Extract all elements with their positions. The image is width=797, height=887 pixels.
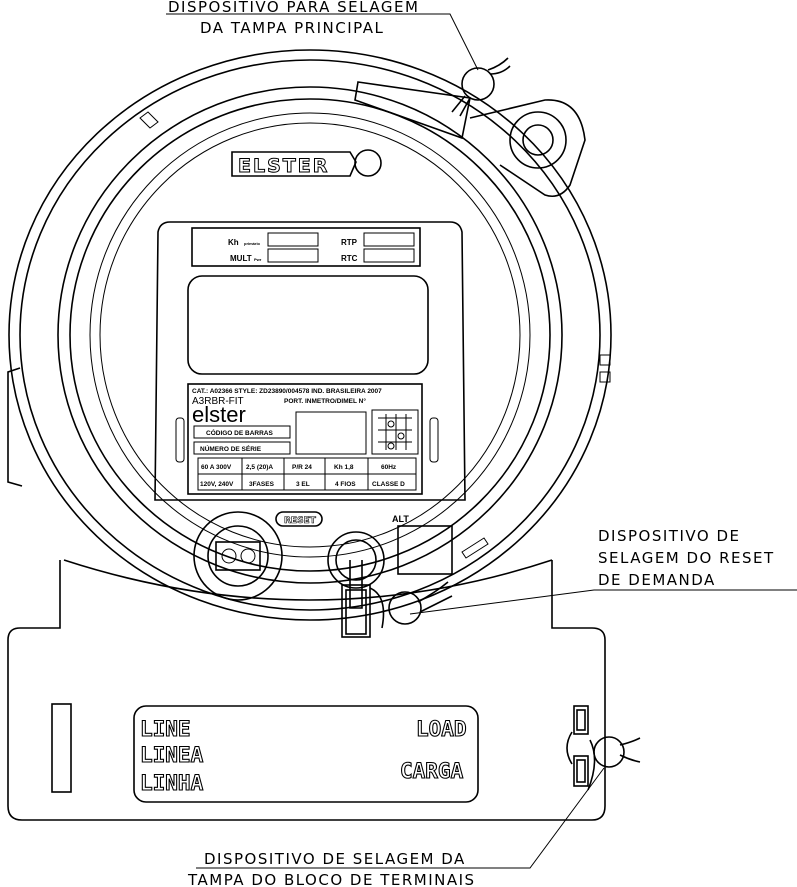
brand-text: elster [192, 402, 246, 427]
line-label-en: LINE [140, 717, 191, 741]
svg-text:SELAGEM DO RESET: SELAGEM DO RESET [598, 549, 775, 567]
right-side-mark-2 [599, 371, 611, 383]
terminal-cover-slot [51, 703, 72, 793]
svg-text:MULT: MULT [230, 254, 252, 263]
cover-lower-rim [63, 559, 553, 601]
svg-text:CLASSE D: CLASSE D [372, 481, 405, 488]
svg-text:primário: primário [244, 241, 261, 246]
svg-text:TAMPA DO BLOCO DE TERMINAIS: TAMPA DO BLOCO DE TERMINAIS [187, 871, 476, 887]
load-label-en: LOAD [416, 717, 467, 741]
glass-ring-2 [99, 122, 521, 548]
barcode-box [295, 411, 367, 455]
main-cover-seal-lug [354, 57, 586, 198]
svg-text:DISPOSITIVO PARA SELAGEM: DISPOSITIVO PARA SELAGEM [168, 0, 419, 16]
barcode-label: CÓDIGO DE BARRAS [206, 428, 273, 437]
svg-text:RESET: RESET [284, 516, 317, 526]
plate-right-tab [429, 417, 439, 463]
terminal-seal-clip [566, 705, 641, 791]
svg-text:3FASES: 3FASES [249, 481, 275, 488]
optical-port [193, 511, 283, 601]
alt-button[interactable] [397, 525, 453, 575]
serial-label: NÚMERO DE SÉRIE [200, 444, 262, 453]
svg-text:3 EL: 3 EL [296, 481, 310, 488]
reset-seal-wire [417, 581, 453, 613]
svg-text:Kh 1,8: Kh 1,8 [334, 464, 354, 471]
main-cover-inner-ring-2 [69, 98, 551, 572]
reset-button[interactable] [327, 531, 385, 638]
svg-text:DE DEMANDA: DE DEMANDA [598, 571, 716, 589]
side-pin [461, 537, 489, 559]
terminal-seal-ball [593, 736, 625, 768]
nameplate-frame [154, 221, 466, 501]
data-plate [187, 383, 423, 495]
port-text: PORT. INMETRO/DIMEL N° [284, 397, 366, 405]
svg-text:RTC: RTC [341, 254, 358, 263]
line-label-es: LINEA [140, 743, 204, 767]
reset-seal-callout: DISPOSITIVO DE SELAGEM DO RESET DE DEMAN… [598, 527, 775, 589]
ratings-table: 60 A 300V 2,5 (20)A P/R 24 Kh 1,8 60Hz 1… [197, 457, 417, 491]
load-label-pt: CARGA [400, 759, 464, 783]
alt-label: ALT [392, 514, 409, 524]
terminal-cover-label-plate [133, 705, 479, 803]
svg-text:RTP: RTP [341, 238, 358, 247]
logo-text: ELSTER [238, 155, 329, 177]
reset-label-plate: RESET [275, 511, 323, 527]
glass-ring [89, 112, 531, 558]
kh-panel [191, 227, 421, 267]
reset-seal-leader [409, 589, 797, 615]
left-side-tab [7, 367, 23, 487]
svg-text:2,5 (20)A: 2,5 (20)A [246, 464, 273, 471]
kh-field: Kh primário RTP [228, 232, 415, 247]
main-cover-outer-ring-2 [19, 59, 601, 611]
svg-text:120V, 240V: 120V, 240V [200, 481, 234, 488]
svg-text:Pwr: Pwr [254, 257, 262, 262]
svg-text:DISPOSITIVO DE SELAGEM DA: DISPOSITIVO DE SELAGEM DA [204, 850, 466, 868]
cat-line: CAT.: A02366 STYLE: ZD23890/004578 IND. … [192, 388, 382, 395]
svg-text:60 A 300V: 60 A 300V [201, 464, 232, 471]
top-logo: ELSTER [231, 149, 382, 178]
line-label-pt: LINHA [140, 771, 204, 795]
main-cover-seal-ball [461, 67, 495, 101]
terminal-seal-callout: DISPOSITIVO DE SELAGEM DA TAMPA DO BLOCO… [187, 850, 476, 887]
mult-field: MULT Pwr RTC [230, 248, 415, 263]
model-text: A3RBR-FIT [192, 396, 244, 407]
svg-text:P/R 24: P/R 24 [292, 464, 312, 471]
logo-led [354, 149, 382, 177]
top-left-notch [139, 111, 159, 129]
terminal-cover-left-text: LINE LINEA LINHA [139, 716, 204, 795]
main-cover-seal-leader [166, 13, 479, 71]
main-cover-inner-ring [57, 86, 563, 584]
svg-text:60Hz: 60Hz [381, 464, 397, 471]
reset-seal-ball [388, 591, 422, 625]
main-cover-seal-callout: DISPOSITIVO PARA SELAGEM DA TAMPA PRINCI… [168, 0, 419, 37]
svg-text:Kh: Kh [228, 238, 239, 247]
terminal-cover-right-text: LOAD CARGA [399, 716, 467, 783]
svg-text:DISPOSITIVO DE: DISPOSITIVO DE [598, 527, 740, 545]
right-side-mark [599, 354, 611, 366]
main-cover-outer-ring [8, 49, 612, 621]
svg-text:DA TAMPA PRINCIPAL: DA TAMPA PRINCIPAL [200, 19, 384, 37]
terminal-seal-leader [196, 767, 605, 869]
wiring-diagram [371, 409, 419, 455]
lcd-display [187, 275, 429, 375]
svg-text:4 FIOS: 4 FIOS [335, 481, 356, 488]
plate-left-tab [175, 417, 185, 463]
terminal-block-cover [7, 560, 606, 821]
